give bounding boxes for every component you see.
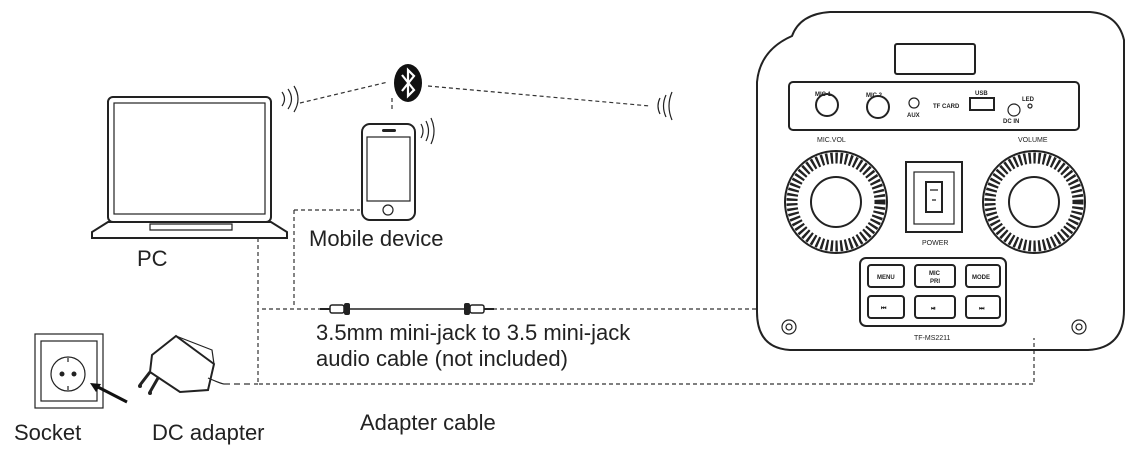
volume-knob [982,150,1086,254]
audio-cable-icon [320,303,494,315]
mic-pri-label-1: MIC [929,271,941,277]
power-switch [905,161,963,233]
next-button-label: ⏭ [979,306,985,312]
signal-wave-icon [657,91,673,121]
aux-label: AUX [907,113,920,119]
laptop-icon [91,96,288,239]
bluetooth-links [299,81,651,112]
dc-adapter-label: DC adapter [152,420,265,445]
adapter-cable-label: Adapter cable [360,410,496,435]
mic2-label: MIC 2 [866,93,883,99]
usb-label: USB [975,91,988,97]
dc-adapter-icon [138,334,225,395]
model-label: TF-MS2211 [914,335,951,342]
cable-label-line1: 3.5mm mini-jack to 3.5 mini-jack [316,320,631,345]
mic-vol-label: MIC.VOL [817,137,846,144]
speaker-device: MIC 1 MIC 2 AUX TF CARD USB DC IN LED MI… [756,11,1125,351]
power-label: POWER [922,240,948,247]
menu-button-label: MENU [877,275,895,281]
connection-lines [224,209,1035,385]
mic-volume-knob [784,150,888,254]
dc-in-label: DC IN [1003,119,1019,125]
pc-label: PC [137,246,168,271]
arrow-icon [90,383,128,404]
control-buttons: MENU MIC PRI MODE ⏮ ⏯ ⏭ [867,264,1001,319]
screw-icon [1071,319,1087,335]
socket-label: Socket [14,420,81,445]
volume-label: VOLUME [1018,137,1048,144]
mic1-label: MIC 1 [815,92,832,98]
signal-wave-icon [281,85,299,113]
mobile-device-label: Mobile device [309,226,444,251]
screw-icon [781,319,797,335]
mobile-phone-icon [361,123,416,221]
mode-button-label: MODE [972,275,990,281]
tf-card-label: TF CARD [933,104,960,110]
wall-socket-icon [34,333,104,409]
led-label: LED [1022,97,1035,103]
mic-pri-label-2: PRI [930,279,940,285]
play-button-label: ⏯ [931,306,936,312]
bluetooth-icon [394,64,422,102]
signal-wave-icon [420,117,435,145]
cable-label-line2: audio cable (not included) [316,346,568,371]
prev-button-label: ⏮ [881,306,887,312]
